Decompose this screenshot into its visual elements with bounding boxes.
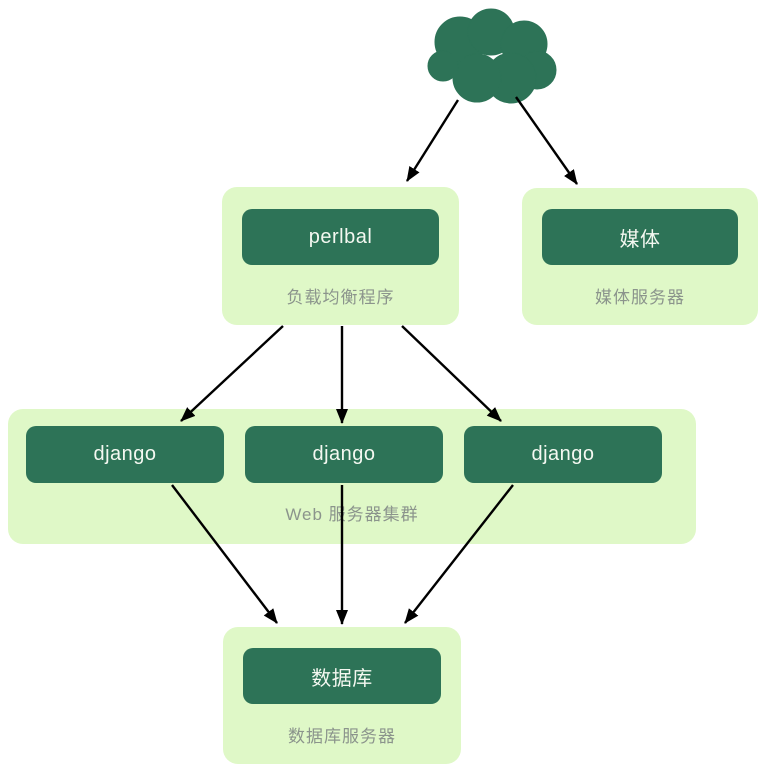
database-group[interactable]: 数据库 数据库服务器	[223, 627, 461, 764]
loadbalancer-group[interactable]: perlbal 负载均衡程序	[222, 187, 459, 325]
database-node[interactable]: 数据库	[243, 648, 441, 704]
database-caption: 数据库服务器	[288, 727, 396, 746]
django-node-3[interactable]: django	[464, 426, 662, 483]
loadbalancer-caption: 负载均衡程序	[286, 288, 395, 307]
perlbal-node[interactable]: perlbal	[242, 209, 439, 265]
web-cluster-group[interactable]: django django django Web 服务器集群	[8, 409, 696, 544]
media-server-group[interactable]: 媒体 媒体服务器	[522, 188, 758, 325]
web-cluster-caption: Web 服务器集群	[285, 505, 419, 524]
django-node-1[interactable]: django	[26, 426, 224, 483]
media-node[interactable]: 媒体	[542, 209, 738, 265]
edge-cloud-media	[515, 96, 578, 185]
edge-cloud-loadbalancer	[405, 99, 460, 182]
cloud-icon	[427, 8, 557, 104]
edge-loadbalancer-django-3	[401, 325, 502, 422]
media-server-caption: 媒体服务器	[595, 288, 685, 307]
django-node-2[interactable]: django	[245, 426, 443, 483]
edge-loadbalancer-django-1	[180, 325, 284, 422]
